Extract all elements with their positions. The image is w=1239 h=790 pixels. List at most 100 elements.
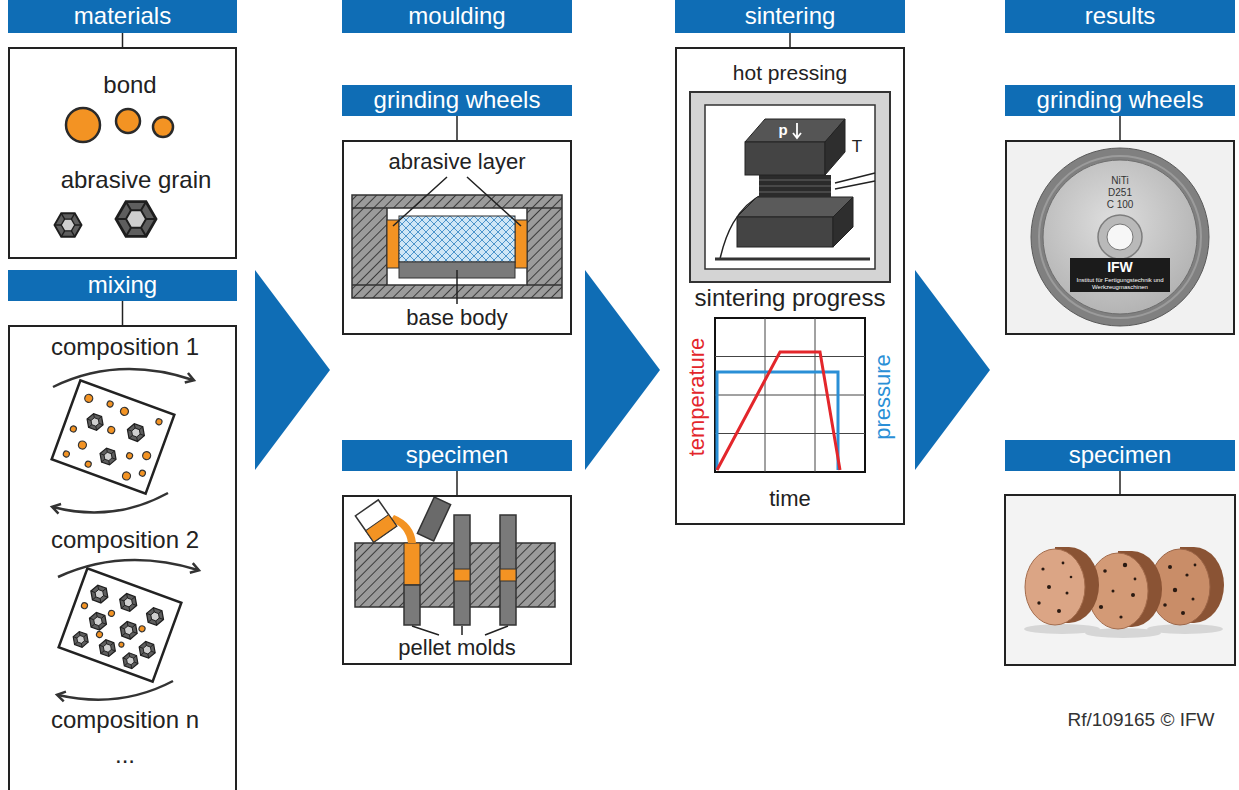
mixing-drum [59, 568, 182, 681]
mould-insert [399, 216, 515, 262]
specimen-pellet [1168, 565, 1172, 569]
specimen-pellet [1070, 576, 1073, 579]
composition-label: composition 2 [51, 527, 199, 553]
wheel-logo: IFW [1107, 260, 1133, 275]
specimen-photo [1005, 495, 1235, 665]
rotation-arrow [53, 369, 193, 387]
specimen-pellet [1057, 609, 1061, 613]
header-label: results [1085, 3, 1156, 29]
rotation-arrow [58, 560, 198, 577]
wheel-mould [352, 177, 562, 304]
abrasive-grain-icon [116, 202, 156, 237]
header-label: mixing [88, 272, 157, 298]
mixing-drum [118, 620, 140, 641]
wheel-marking: C 100 [1107, 199, 1134, 210]
axis-label: time [769, 487, 811, 511]
bond-particle [106, 400, 114, 408]
bond-particle [66, 108, 100, 142]
mixing-drum [52, 380, 175, 493]
continuation-mark: ... [115, 742, 135, 768]
grinding-wheel-photo [1039, 156, 1201, 318]
sub-header: grinding wheels [342, 85, 572, 116]
header-label: moulding [408, 3, 505, 29]
sub-header: specimen [1005, 440, 1235, 471]
pouring-cup [355, 500, 396, 542]
specimen-pellet [1099, 563, 1137, 619]
sintering-panel: hot pressingpTsintering progresstemperat… [675, 47, 905, 525]
process-chevron [255, 270, 330, 470]
connector-line [456, 116, 458, 140]
part-name: pellet molds [398, 636, 515, 660]
process-chevron [255, 270, 990, 470]
grinding-wheel-photo [1031, 148, 1209, 326]
upper-punch [825, 119, 845, 175]
wheel-photo-panel: NiTiD251C 100IFWInstitut für Fertigungst… [1005, 140, 1235, 335]
axis-label: pressure [871, 354, 895, 440]
pellet-mould [355, 497, 555, 635]
specimen-pellet [1123, 563, 1127, 567]
bond-particle [70, 425, 78, 433]
sub-header: specimen [342, 440, 572, 471]
wheel-logo-text: Institut für Fertigungstechnik und Werkz… [1074, 277, 1166, 290]
panel-title: hot pressing [733, 61, 847, 84]
grinding-wheel-photo [1098, 215, 1142, 259]
specimen-pellet [1066, 592, 1069, 595]
bond-particle [142, 451, 152, 461]
powder-stream [390, 515, 416, 543]
powder-fill [500, 569, 516, 581]
rotation-arrow [58, 681, 173, 700]
specimen-pellet [1163, 564, 1196, 615]
mixing-drum [87, 611, 109, 632]
specimen-pellet [1024, 624, 1100, 634]
grinding-wheel-photo [1005, 140, 1235, 335]
mixing-drum [144, 606, 166, 627]
temperature-curve [717, 352, 840, 470]
lower-punch [737, 217, 833, 247]
specimen-pellet [1163, 603, 1167, 607]
axis-label: temperature [685, 338, 709, 457]
press-floor [715, 258, 870, 261]
specimen-pellet [1119, 615, 1122, 618]
grinding-wheel-photo [1005, 140, 1235, 335]
pellet-mould-panel: pellet molds [342, 495, 572, 665]
lower-punch [833, 197, 853, 247]
abrasive-layer-part [387, 220, 399, 268]
mixing-drum [121, 651, 141, 669]
temperature-symbol: T [852, 138, 862, 157]
leader-line [412, 626, 508, 635]
bond-particle [138, 625, 146, 633]
pouring-cup [355, 500, 396, 542]
die-coil [759, 175, 831, 197]
materials-panel: bondabrasive grain [8, 47, 237, 259]
sub-header: grinding wheels [1005, 85, 1235, 116]
specimen-pellet [1041, 567, 1044, 570]
specimen-pellet [1024, 547, 1100, 634]
copyright-note: Rf/109165 © IFW [1067, 710, 1214, 731]
mixing-drum [59, 568, 182, 681]
specimen-pellet [1194, 564, 1197, 567]
bond-particle [73, 600, 148, 653]
bond-particle [118, 641, 124, 647]
header-tick [1119, 471, 1121, 495]
mixing-drum [117, 592, 139, 613]
wheel-marking: D251 [1108, 187, 1132, 198]
powder-fill [454, 569, 470, 581]
specimen-pellet [1099, 605, 1103, 609]
bond-particle [119, 406, 129, 416]
connector-line [456, 471, 458, 495]
hot-press-illustration [690, 92, 890, 472]
specimen-pellet [1192, 598, 1195, 601]
part-name: base body [406, 306, 508, 330]
rotation-arrow [53, 493, 168, 513]
abrasive-grain-icon [55, 213, 82, 236]
pressure-curve [717, 372, 838, 470]
specimen-pellet [1131, 593, 1135, 597]
bond-particle [84, 393, 94, 403]
material-label: abrasive grain [61, 167, 212, 193]
bond-particle [81, 602, 89, 610]
upper-punch [745, 142, 825, 175]
bond-particle [139, 469, 147, 477]
pressure-symbol: p [778, 122, 787, 139]
bond-particle [116, 109, 140, 133]
